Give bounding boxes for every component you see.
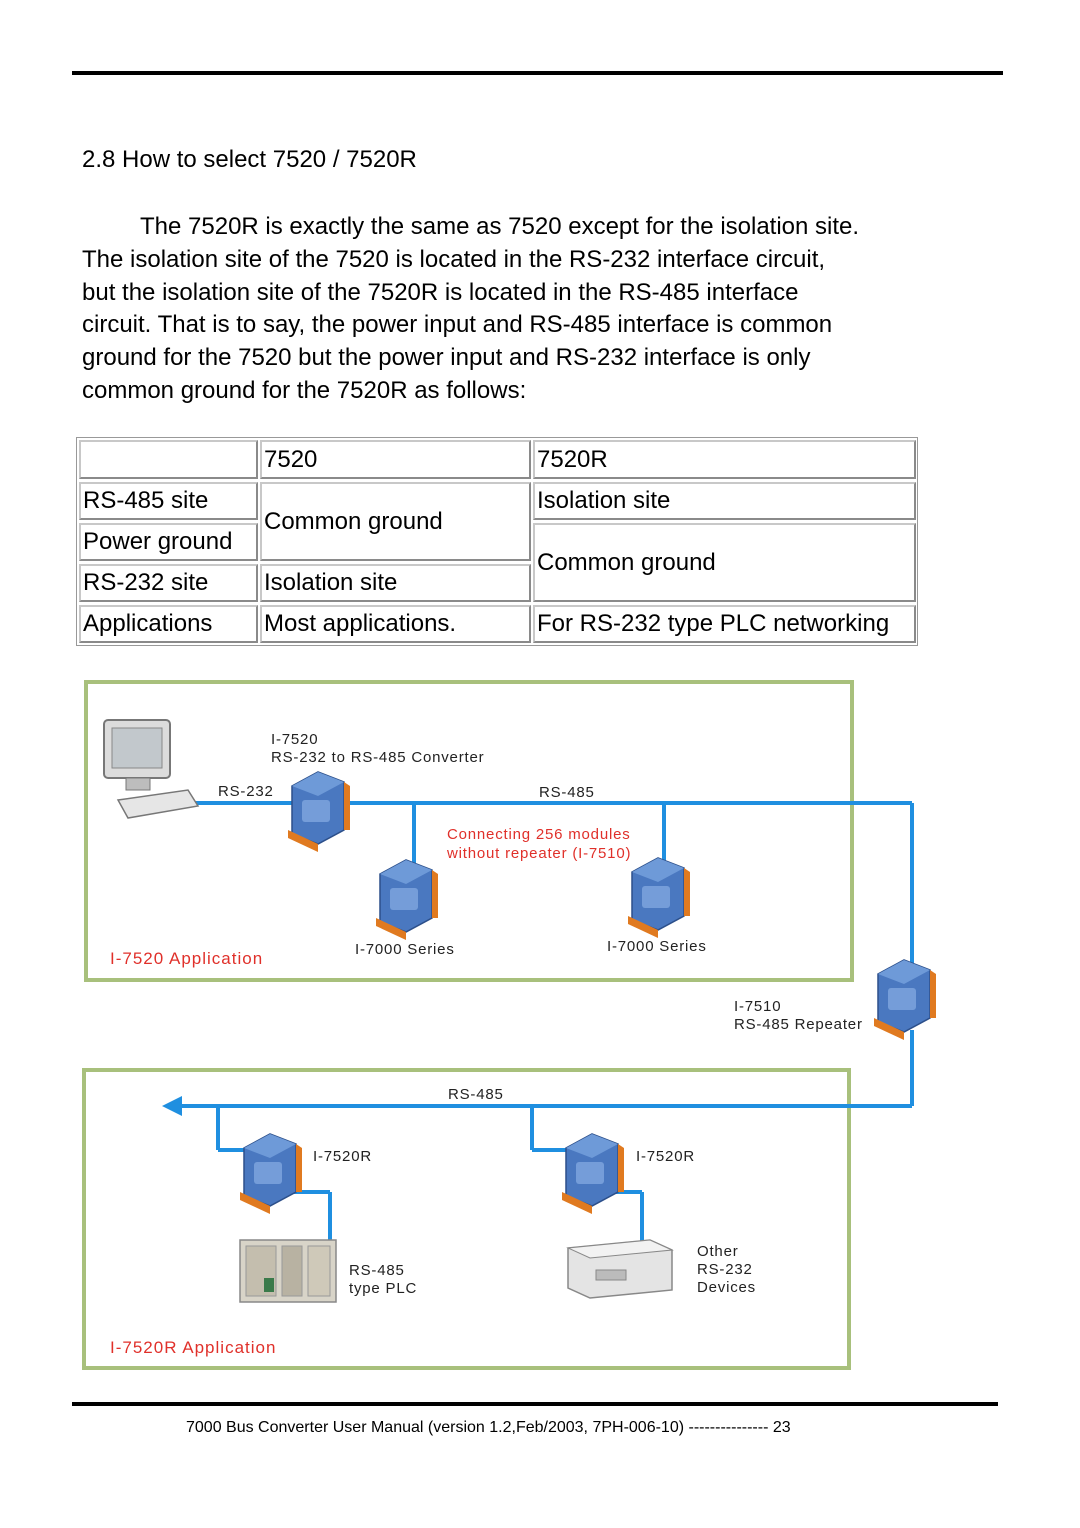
i7000-module-right-icon xyxy=(627,857,691,939)
plc-label-line-2: type PLC xyxy=(349,1280,418,1297)
i7520r-module-right-icon xyxy=(561,1133,625,1215)
series-right-label: I-7000 Series xyxy=(607,938,707,955)
row-label-power: Power ground xyxy=(79,523,258,561)
i7510-repeater-icon xyxy=(873,959,937,1041)
i7520-module-icon xyxy=(287,771,351,853)
link-rs485-bottom-label: RS-485 xyxy=(448,1086,504,1103)
series-left-label: I-7000 Series xyxy=(355,941,455,958)
section-title: 2.8 How to select 7520 / 7520R xyxy=(82,146,417,173)
note-line-2: without repeater (I-7510) xyxy=(447,845,632,862)
row-label-rs485: RS-485 site xyxy=(79,482,258,520)
paragraph-line: but the isolation site of the 7520R is l… xyxy=(82,278,799,306)
module-right-label: I-7520R xyxy=(636,1148,695,1165)
note-line-1: Connecting 256 modules xyxy=(447,826,631,843)
cell-7520-apps: Most applications. xyxy=(260,605,531,643)
table-header-7520: 7520 xyxy=(260,440,531,479)
footer-rule xyxy=(72,1402,998,1406)
other-label-line-1: Other xyxy=(697,1243,739,1260)
i7000-module-left-icon xyxy=(375,859,439,941)
cell-7520r-common-ground: Common ground xyxy=(533,523,916,602)
other-device-icon xyxy=(566,1239,674,1299)
link-rs485-top-label: RS-485 xyxy=(539,784,595,801)
bottom-application-label: I-7520R Application xyxy=(110,1338,277,1357)
cell-7520-isolation: Isolation site xyxy=(260,564,531,602)
computer-icon xyxy=(103,719,200,819)
converter-desc: RS-232 to RS-485 Converter xyxy=(271,749,485,766)
table-header-empty xyxy=(79,440,258,479)
paragraph-line: circuit. That is to say, the power input… xyxy=(82,311,833,339)
bottom-application-frame xyxy=(82,1068,851,1370)
other-label-line-3: Devices xyxy=(697,1279,756,1296)
plc-icon xyxy=(239,1239,337,1303)
page-footer: 7000 Bus Converter User Manual (version … xyxy=(186,1419,791,1436)
intro-paragraph: The 7520R is exactly the same as 7520 ex… xyxy=(82,211,910,408)
cell-7520-common-ground: Common ground xyxy=(260,482,531,561)
repeater-name: I-7510 xyxy=(734,998,782,1015)
row-label-rs232: RS-232 site xyxy=(79,564,258,602)
paragraph-line: The isolation site of the 7520 is locate… xyxy=(82,245,826,273)
other-label-line-2: RS-232 xyxy=(697,1261,753,1278)
arrow-left-icon xyxy=(162,1096,182,1116)
row-label-apps: Applications xyxy=(79,605,258,643)
cell-7520r-isolation: Isolation site xyxy=(533,482,916,520)
paragraph-line: common ground for the 7520R as follows: xyxy=(82,376,527,404)
plc-label-line-1: RS-485 xyxy=(349,1262,405,1279)
top-application-label: I-7520 Application xyxy=(110,949,264,968)
converter-name: I-7520 xyxy=(271,731,319,748)
top-application-frame xyxy=(84,680,854,982)
paragraph-line: The 7520R is exactly the same as 7520 ex… xyxy=(140,213,860,240)
module-left-label: I-7520R xyxy=(313,1148,372,1165)
i7520r-module-left-icon xyxy=(239,1133,303,1215)
paragraph-line: ground for the 7520 but the power input … xyxy=(82,344,811,372)
repeater-desc: RS-485 Repeater xyxy=(734,1016,863,1033)
cell-7520r-apps: For RS-232 type PLC networking xyxy=(533,605,916,643)
table-header-7520r: 7520R xyxy=(533,440,916,479)
comparison-table xyxy=(76,437,918,646)
link-rs232-label: RS-232 xyxy=(218,783,274,800)
header-rule xyxy=(72,71,1003,75)
